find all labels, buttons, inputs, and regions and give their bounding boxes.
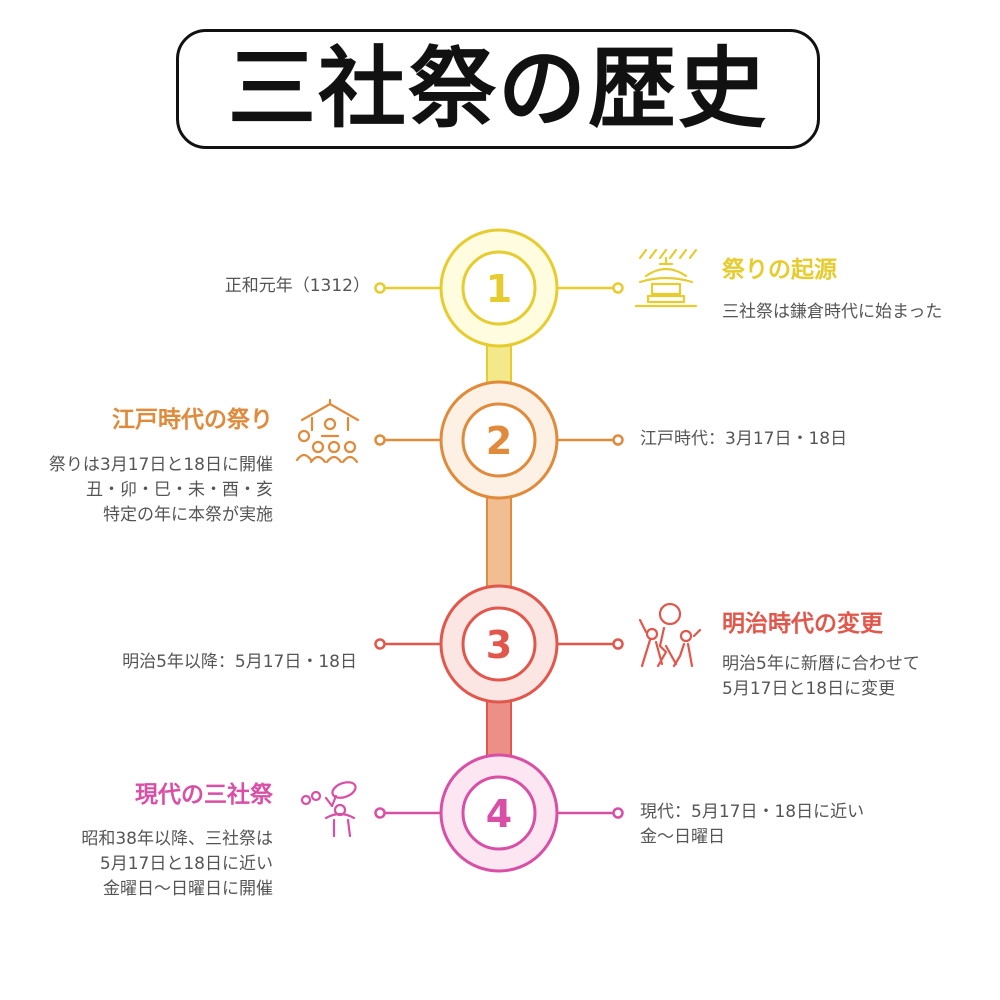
step-1-heading: 祭りの起源 — [722, 257, 837, 283]
step-3-left-text: 明治5年以降：5月17日・18日 — [122, 652, 357, 672]
shrine-icon — [634, 248, 698, 308]
page-title: 三社祭の歴史 — [227, 37, 768, 140]
side-lines-4 — [374, 807, 624, 819]
step-number: 4 — [486, 792, 512, 836]
step-2-heading: 江戸時代の祭り — [112, 407, 273, 433]
step-number: 3 — [486, 623, 512, 667]
step-3-node: 3 — [439, 584, 559, 704]
step-1-right-text: 三社祭は鎌倉時代に始まった — [722, 302, 943, 322]
title-box: 三社祭の歴史 — [176, 29, 820, 149]
step-number: 2 — [486, 419, 512, 463]
step-2-left-text: 祭りは3月17日と18日に開催 丑・卯・巳・未・酉・亥 特定の年に本祭が実施 — [48, 455, 273, 525]
step-4-right-text: 現代：5月17日・18日に近い 金〜日曜日 — [640, 802, 865, 847]
person-with-fan-icon — [300, 781, 357, 838]
side-lines-1 — [374, 282, 624, 294]
step-2-node: 2 — [439, 380, 559, 500]
step-1-left-text: 正和元年（1312） — [224, 276, 370, 296]
people-celebrating-icon — [638, 602, 702, 668]
step-4-left-text: 昭和38年以降、三社祭は 5月17日と18日に近い 金曜日〜日曜日に開催 — [81, 829, 273, 899]
step-3-right-text: 明治5年に新暦に合わせて 5月17日と18日に変更 — [722, 654, 920, 699]
connector-2-3 — [486, 494, 512, 591]
connector-3-4 — [486, 699, 512, 761]
step-number: 1 — [486, 267, 512, 311]
side-lines-3 — [374, 638, 624, 650]
crowd-icon — [295, 398, 360, 464]
step-4-heading: 現代の三社祭 — [135, 782, 273, 808]
step-4-node: 4 — [439, 753, 559, 873]
step-3-heading: 明治時代の変更 — [722, 611, 883, 637]
side-lines-2 — [374, 434, 624, 446]
step-1-node: 1 — [439, 228, 559, 348]
step-2-right-text: 江戸時代：3月17日・18日 — [640, 429, 848, 449]
